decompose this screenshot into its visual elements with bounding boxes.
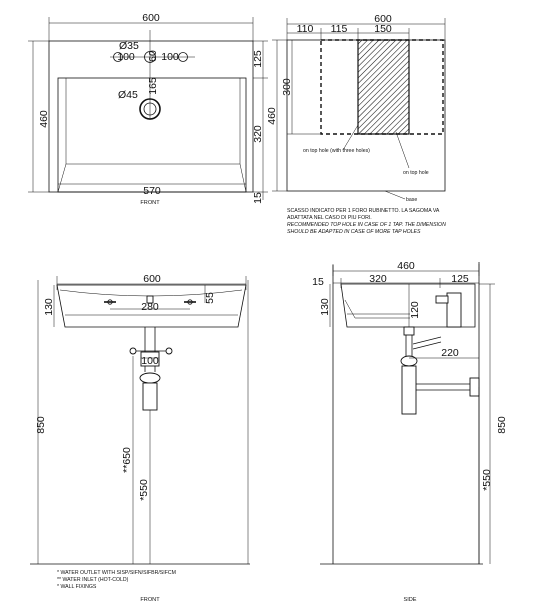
dashed-top-hole-area	[320, 39, 444, 135]
water-inlet-right	[165, 347, 173, 355]
side-dim-220: 220	[441, 347, 459, 359]
legend: * WATER OUTLET WITH SISP/SIFN/SIFBR/SIFC…	[57, 570, 176, 590]
front-width-600: 600	[143, 273, 161, 285]
legend-item-2: ** WATER INLET (HOT-COLD)	[57, 577, 129, 583]
side-elevation: 460 15 320 125 130 120 220 850 *550 SIDE	[312, 260, 508, 603]
front-caption: FRONT	[140, 597, 160, 603]
drain-outer	[139, 98, 161, 120]
side-tap-body	[446, 292, 462, 328]
side-seg-320: 320	[369, 273, 387, 285]
front-dim-100: 100	[141, 355, 159, 367]
cutout-width-600: 600	[374, 13, 392, 25]
note-line-4: SHOULD BE ADAPTED IN CASE OF MORE TAP HO…	[287, 229, 421, 235]
side-trap-body	[401, 365, 417, 415]
hatched-tap-zone	[357, 39, 410, 135]
plan-dim-60: 60	[147, 50, 159, 62]
cutout-seg-150: 150	[374, 23, 392, 35]
plan-view: 600 460 125 320 15 570 Ø35 60 100 100 16…	[28, 12, 268, 206]
trap-body	[142, 382, 158, 411]
label-three-holes: on top hole (with three holes)	[303, 148, 370, 154]
plan-height-460: 460	[38, 110, 50, 128]
front-dim-650: **650	[121, 447, 133, 473]
side-seg-125: 125	[451, 273, 469, 285]
cutout-view: 600 110 115 150 460 300 on top hole (wit…	[266, 13, 446, 203]
front-height-130: 130	[43, 298, 55, 316]
note-line-3: RECOMMENDED TOP HOLE IN CASE OF 1 TAP. T…	[287, 222, 446, 228]
label-top-hole: on top hole	[403, 170, 429, 176]
note-line-1: SCASSO INDICATO PER 1 FORO RUBINETTO. LA…	[287, 208, 440, 214]
cutout-seg-300: 300	[281, 78, 293, 96]
plan-width-600: 600	[142, 12, 160, 24]
front-dim-55: 55	[204, 292, 216, 304]
front-dim-550: *550	[138, 479, 150, 501]
side-dim-120: 120	[409, 301, 421, 319]
side-caption: SIDE	[403, 597, 416, 603]
plan-drain-diameter: Ø45	[118, 89, 138, 101]
side-height-130: 130	[319, 298, 331, 316]
water-inlet-left	[129, 347, 137, 355]
plan-depth-320: 320	[252, 125, 264, 143]
plan-inner-width-570: 570	[143, 185, 161, 197]
legend-item-3: * WALL FIXINGS	[57, 584, 97, 590]
front-elevation: 280 100 600 130 850 55 **650 *550 FRONT	[30, 273, 250, 603]
front-height-850: 850	[35, 416, 47, 434]
side-dim-550: *550	[481, 469, 493, 491]
cutout-height-460: 460	[266, 107, 278, 125]
plan-pitch-left-100: 100	[117, 51, 135, 63]
plan-pitch-right-100: 100	[161, 51, 179, 63]
cutout-seg-110: 110	[297, 23, 314, 35]
cutout-seg-115: 115	[331, 23, 348, 35]
cutout-notes: SCASSO INDICATO PER 1 FORO RUBINETTO. LA…	[287, 208, 446, 235]
plan-depth-125: 125	[252, 50, 264, 68]
side-seg-15: 15	[312, 276, 324, 288]
front-dim-280: 280	[141, 301, 159, 313]
plan-bottom-15: 15	[252, 192, 264, 204]
note-line-2: ADATTATA NEL CASO DI PIU FORI.	[287, 215, 372, 221]
plan-dim-165: 165	[147, 77, 159, 95]
side-height-850: 850	[496, 416, 508, 434]
legend-item-1: * WATER OUTLET WITH SISP/SIFN/SIFBR/SIFC…	[57, 570, 176, 576]
plan-tap-diameter: Ø35	[119, 40, 139, 52]
plan-caption-front: FRONT	[140, 200, 160, 206]
label-base: base	[406, 197, 417, 203]
drain-inner	[143, 102, 157, 116]
side-width-460: 460	[397, 260, 415, 272]
